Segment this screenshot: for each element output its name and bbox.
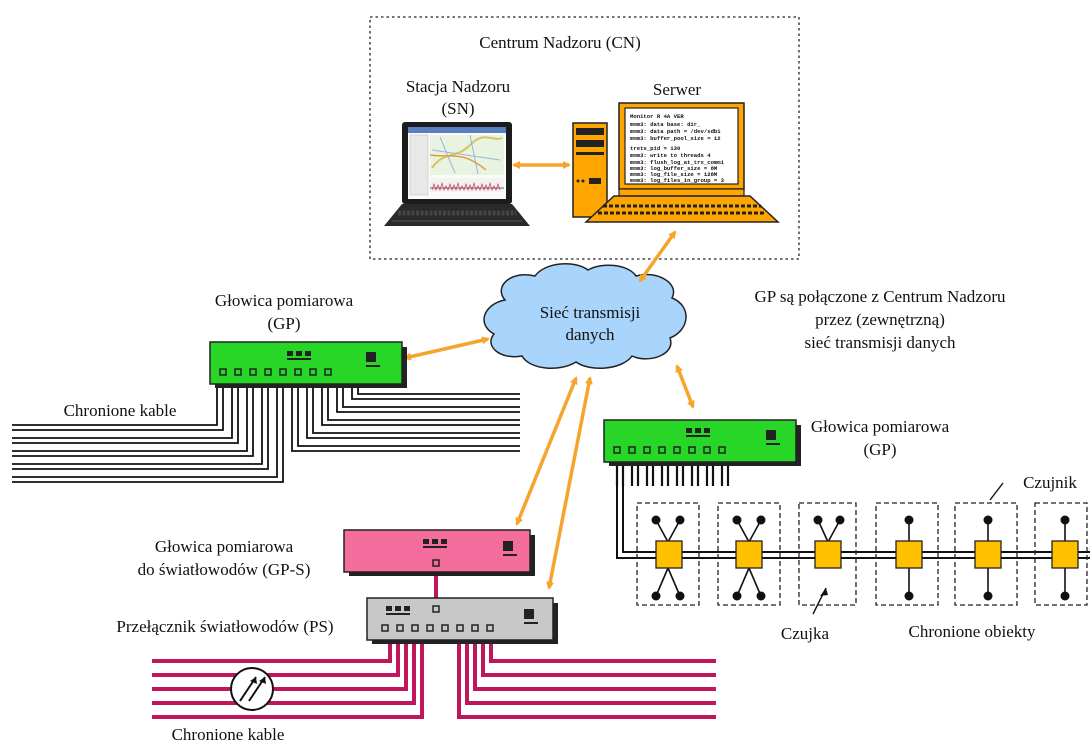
- protected-object-5: [954, 502, 1018, 606]
- measuring-head-left: [209, 341, 407, 388]
- data-network-cloud: [483, 263, 687, 369]
- terminal-line-3: mmm3: buffer_pool_size = 12: [630, 135, 721, 142]
- measuring-head-right: [603, 419, 801, 486]
- network-label-line2: danych: [565, 325, 615, 344]
- station-label-line2: (SN): [441, 99, 474, 118]
- network-note-line1: GP są połączone z Centrum Nadzoru: [755, 287, 1006, 306]
- protected-object-1: [636, 502, 700, 606]
- protected-object-6: [1034, 502, 1088, 606]
- terminal-line-6: mmm3: flush_log_at_trx_commi: [630, 159, 725, 166]
- network-note-line2: przez (zewnętrzną): [815, 310, 945, 329]
- terminal-line-7: mmm3: log_buffer_size = 8M: [630, 165, 718, 172]
- arrow-head-left-cloud: [403, 336, 490, 361]
- supervision-center-title: Centrum Nadzoru (CN): [479, 33, 640, 52]
- protected-object-4: [875, 502, 939, 606]
- protected-object-3: [798, 502, 857, 606]
- sensor-chain: [616, 466, 1090, 606]
- terminal-line-0: Monitor R 4A VER: [630, 113, 684, 120]
- terminal-line-4: trets_pid = 130: [630, 145, 681, 152]
- terminal-line-2: mmm3: data path = /dev/sdb1: [630, 128, 721, 135]
- head-fiber-label-line2: do światłowodów (GP-S): [138, 560, 311, 579]
- detector-pointer-head: [820, 588, 828, 596]
- arrow-server-cloud: [638, 230, 677, 283]
- network-label-line1: Sieć transmisji: [540, 303, 641, 322]
- head-right-label-line1: Głowica pomiarowa: [811, 417, 950, 436]
- server-computer-icon: Monitor R 4A VER mmm3: data base: dir_ m…: [572, 102, 780, 223]
- head-left-label-line2: (GP): [267, 314, 300, 333]
- cables-bottom-label: Chronione kable: [172, 725, 285, 744]
- protected-cables-left: [12, 388, 520, 483]
- objects-label: Chronione obiekty: [908, 622, 1036, 641]
- head-right-label-line2: (GP): [863, 440, 896, 459]
- laptop-icon: [384, 122, 530, 226]
- terminal-line-5: mmm3: write to threads 4: [630, 152, 711, 159]
- sensor-pointer: [989, 482, 1004, 501]
- fiber-switch: [366, 597, 558, 644]
- detector-label: Czujka: [781, 624, 830, 643]
- station-label-line1: Stacja Nadzoru: [406, 77, 511, 96]
- arrow-cloud-switch: [546, 376, 593, 590]
- server-label: Serwer: [653, 80, 701, 99]
- arrow-cloud-head-right: [675, 364, 695, 409]
- sensor-label: Czujnik: [1023, 473, 1077, 492]
- measuring-head-fiber: [343, 529, 535, 576]
- terminal-line-8: mmm3: log_file_size = 128M: [630, 171, 718, 178]
- cables-top-label: Chronione kable: [64, 401, 177, 420]
- optical-signal-icon: [230, 667, 274, 711]
- connection-arrows: [403, 161, 695, 590]
- switch-label: Przełącznik światłowodów (PS): [116, 617, 333, 636]
- supervision-center-frame: [369, 16, 800, 260]
- head-fiber-label-line1: Głowica pomiarowa: [155, 537, 294, 556]
- terminal-line-1: mmm3: data base: dir_: [630, 121, 701, 128]
- protected-object-2: [717, 502, 781, 606]
- terminal-line-9: mmm3: log_files_in_group = 3: [630, 177, 725, 184]
- head-left-label-line1: Głowica pomiarowa: [215, 291, 354, 310]
- network-note-line3: sieć transmisji danych: [804, 333, 956, 352]
